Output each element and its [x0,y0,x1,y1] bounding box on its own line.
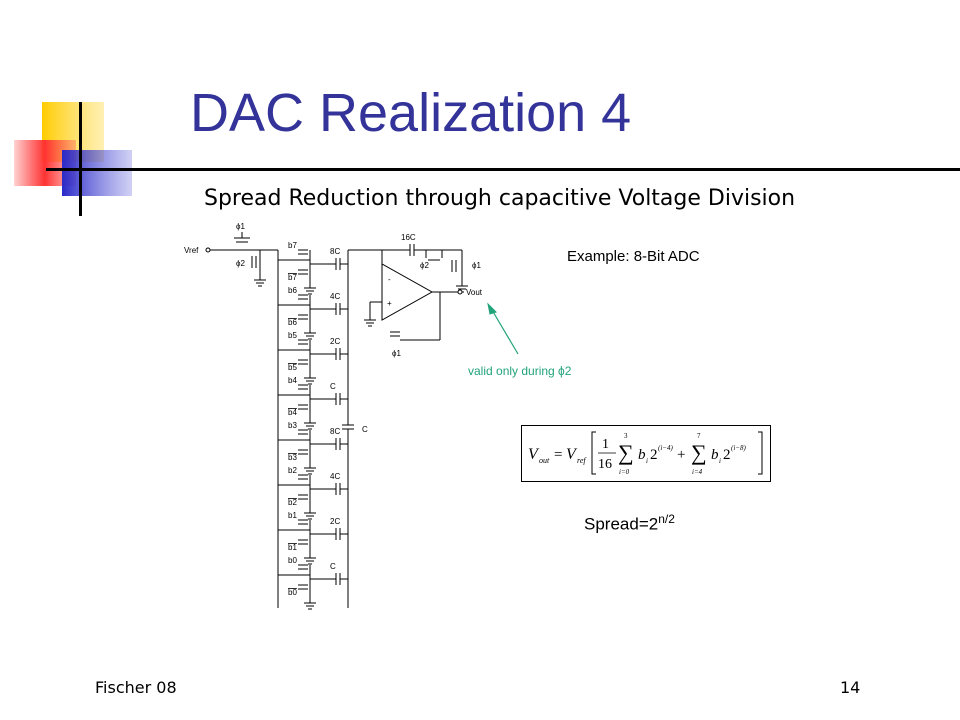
slide-title: DAC Realization 4 [190,83,632,143]
formula-term1-sub: i [646,457,648,465]
logo-blue-square [62,150,132,196]
branch-bit-label: b2 [288,466,297,475]
spread-exponent: n/2 [658,512,675,526]
slide-logo [14,102,132,216]
page-number: 14 [840,678,861,697]
opamp-triangle [381,263,434,321]
branch-cap-label: 4C [330,472,340,481]
formula-term2-sub: i [719,457,721,465]
formula-box: V out = V ref 1 16 3 ∑ i=0 b i 2 (i−4) +… [521,425,771,482]
logo-horizontal-bar [46,168,106,171]
spread-text: Spread=2n/2 [584,512,675,535]
annotation-arrow-line [491,309,519,355]
branch-bitbar-label: b4 [288,408,297,417]
formula-vref-sub: ref [577,456,587,465]
formula-sum1-sigma: ∑ [618,440,634,465]
formula-sum2-bottom: i=4 [692,468,703,476]
formula-left-bracket [591,431,596,475]
formula-term2-base: 2 [723,447,731,463]
feedback-cap-label: 16C [401,233,416,242]
branch-bit-label: b6 [288,286,297,295]
example-label: Example: 8-Bit ADC [567,248,700,265]
formula-sum1-top: 3 [624,432,628,440]
branch-bit-label: b4 [288,376,297,385]
formula-frac-den: 16 [598,457,612,472]
branch-bitbar-label: b6 [288,318,297,327]
phi1-vref-label: ϕ1 [236,222,245,231]
spread-base: Spread=2 [584,514,659,534]
formula-plus: + [677,447,685,463]
branch-bitbar-label: b1 [288,543,297,552]
branch-bitbar-label: b0 [288,588,297,597]
output-phi1-label: ϕ1 [392,349,401,358]
branch-bitbar-label: b5 [288,363,297,372]
annotation-arrow-head [487,302,497,315]
dac-schematic: Vref ϕ1 ϕ2 16C ϕ2 ϕ1 Vout - + ϕ1 C valid… [184,222,572,610]
title-rule [100,168,960,171]
branch-bit-label: b0 [288,556,297,565]
formula-vout-sub: out [539,456,550,465]
opamp-minus-label: - [388,275,391,284]
branch-cap-label: 2C [330,337,340,346]
vout-label: Vout [466,288,483,297]
reset-phi2-label: ϕ2 [420,261,429,270]
branch-cap-label: 8C [330,427,340,436]
formula-term1-base: 2 [650,447,658,463]
out-phi1-label: ϕ1 [472,261,481,270]
branch-bit-label: b1 [288,511,297,520]
formula-equals: = [554,447,562,463]
formula-term2-b: b [711,447,719,463]
formula-vout: V [528,446,540,463]
branch-bit-label: b5 [288,331,297,340]
branch-bit-label: b7 [288,241,297,250]
branch-cap-label: C [330,562,336,571]
branch-cap-label: C [330,382,336,391]
formula-sum1-bottom: i=0 [619,468,630,476]
formula-term1-b: b [638,447,646,463]
branch-cap-label: 4C [330,292,340,301]
formula-term1-exp: (i−4) [658,444,673,452]
formula-right-bracket [758,431,763,475]
branch-bitbar-label: b7 [288,273,297,282]
footer-author: Fischer 08 [95,678,177,697]
bridge-cap-label: C [362,425,368,434]
formula-term2-exp: (i−8) [731,444,746,452]
formula-sum2-top: 7 [697,432,701,440]
logo-vertical-bar [79,102,82,216]
formula-sum2-sigma: ∑ [691,440,707,465]
vout-formula: V out = V ref 1 16 3 ∑ i=0 b i 2 (i−4) +… [528,431,763,476]
branch-cap-label: 8C [330,247,340,256]
vout-terminal [457,289,463,295]
formula-frac-num: 1 [602,437,609,452]
slide-subtitle: Spread Reduction through capacitive Volt… [204,186,796,211]
branch-bitbar-label: b3 [288,453,297,462]
vref-terminal [205,247,211,253]
branch-bitbar-label: b2 [288,498,297,507]
opamp-plus-label: + [387,299,392,308]
formula-vref: V [566,446,578,463]
branch-cap-label: 2C [330,517,340,526]
phi2-vref-label: ϕ2 [236,259,245,268]
branch-bit-label: b3 [288,421,297,430]
valid-annotation: valid only during ϕ2 [468,364,572,378]
vref-label: Vref [184,246,199,255]
